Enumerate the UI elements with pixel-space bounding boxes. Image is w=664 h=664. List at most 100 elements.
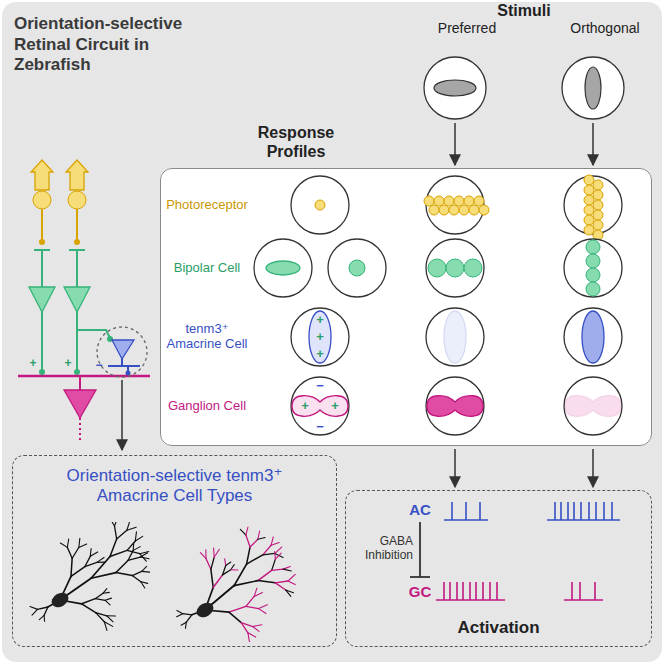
synapse-dot (74, 239, 80, 245)
synapse-dot (126, 371, 131, 376)
photoreceptor-dot (584, 225, 594, 235)
neurite-branch (258, 570, 272, 580)
neurite-branch (105, 600, 110, 605)
spike-tick (482, 582, 484, 600)
spike-tick (465, 502, 467, 520)
receptive-field-circle (426, 239, 484, 297)
neurite-branch (72, 547, 79, 558)
neurite-branch (288, 581, 295, 585)
bipolar-dendrite (41, 250, 43, 287)
bipolar-field (464, 259, 482, 277)
sign-symbol: − (95, 359, 102, 373)
ganglion-field-shape (565, 396, 621, 417)
neurite-branch (186, 615, 192, 622)
neurite-branch (127, 541, 135, 550)
spike-tick (567, 502, 569, 520)
neurite-branch (275, 581, 288, 583)
spike-tick (451, 502, 453, 520)
receptive-field-circle (426, 308, 484, 366)
photoreceptor-dot (315, 200, 325, 210)
neurite-branch (275, 553, 281, 559)
profiles-panel-fill (160, 168, 652, 446)
neurite-branch (231, 565, 234, 570)
photoreceptor-dot (454, 196, 464, 206)
photoreceptor-dot (469, 205, 479, 215)
photoreceptor-dot (434, 196, 444, 206)
flow-arrow (454, 449, 456, 487)
ganglion-field-shape (427, 396, 483, 417)
column-heading: Stimuli (497, 2, 550, 20)
spike-tick (571, 582, 573, 600)
neurite-branch (132, 571, 142, 575)
neurite-branch (140, 557, 149, 559)
neuron-soma (49, 590, 71, 610)
neurite-branch (141, 582, 145, 588)
row-label: Bipolar Cell (164, 261, 250, 276)
neurite-branch (30, 607, 38, 610)
receptive-field-circle (291, 377, 349, 435)
inhibition-line (419, 522, 421, 577)
neurite-branch (259, 605, 268, 609)
amacrine-field-faint (444, 311, 466, 363)
neurite-branch (85, 562, 97, 566)
photoreceptor-soma (33, 191, 51, 209)
amacrine-neurite (121, 359, 123, 366)
photoreceptor-dot (459, 205, 469, 215)
spike-tick (560, 502, 562, 520)
bipolar-field (586, 240, 600, 254)
signal-label: GABA Inhibition (349, 535, 413, 563)
callout-arrow (121, 380, 123, 450)
neurite-branch (263, 553, 275, 554)
photoreceptor-dot (593, 190, 603, 200)
neurite-branch (213, 575, 222, 588)
neurite-branch (283, 569, 291, 571)
neurite-branch (95, 593, 103, 598)
bipolar-soma (29, 287, 55, 312)
neurite-branch (226, 562, 231, 566)
photoreceptor-dot (593, 210, 603, 220)
bar-stimulus (585, 67, 601, 109)
receptive-field-circle (564, 377, 622, 435)
neurite-branch (181, 622, 186, 625)
receptive-field-circle (291, 176, 349, 234)
bipolar-field (586, 282, 600, 296)
signal-label: AC (409, 501, 431, 518)
spike-tick (443, 582, 445, 600)
panel-heading: Response Profiles (246, 123, 346, 161)
spike-tick (496, 582, 498, 600)
synapse-dot (39, 369, 45, 375)
stimulus-circle: Preferred (420, 20, 514, 120)
neurite-branch (82, 604, 96, 613)
photoreceptor-dot (444, 196, 454, 206)
neurite-branch (246, 535, 250, 547)
spike-baseline (547, 519, 620, 521)
signal-label: GC (409, 583, 432, 600)
photoreceptor-axon (76, 209, 78, 240)
photoreceptor-dot (449, 205, 459, 215)
stimulus-label: Orthogonal (541, 20, 664, 37)
neurite-branch (223, 570, 231, 575)
neurite-branch (247, 555, 263, 564)
neurite-branch (283, 566, 290, 569)
neurite-branch (71, 558, 72, 576)
sign-symbol: + (316, 313, 324, 328)
flow-arrow (454, 123, 456, 165)
neurite-branch (177, 614, 183, 617)
synapse-dot (74, 369, 80, 375)
bipolar-field (428, 259, 446, 277)
neurite-branch (206, 558, 211, 569)
row-label: tenm3⁺ Amacrine Cell (164, 322, 250, 352)
spike-tick (588, 502, 590, 520)
neurite-branch (110, 522, 115, 526)
neurite-branch (97, 562, 105, 563)
stimulus-label: Preferred (410, 20, 524, 37)
spike-tick (603, 502, 605, 520)
sign-symbol: + (316, 347, 324, 362)
bipolar-field (266, 261, 300, 275)
spike-tick (475, 582, 477, 600)
ganglion-dendrite (79, 376, 81, 390)
neurite-branch (135, 536, 142, 541)
title: Orientation-selective Retinal Circuit in… (14, 14, 186, 76)
